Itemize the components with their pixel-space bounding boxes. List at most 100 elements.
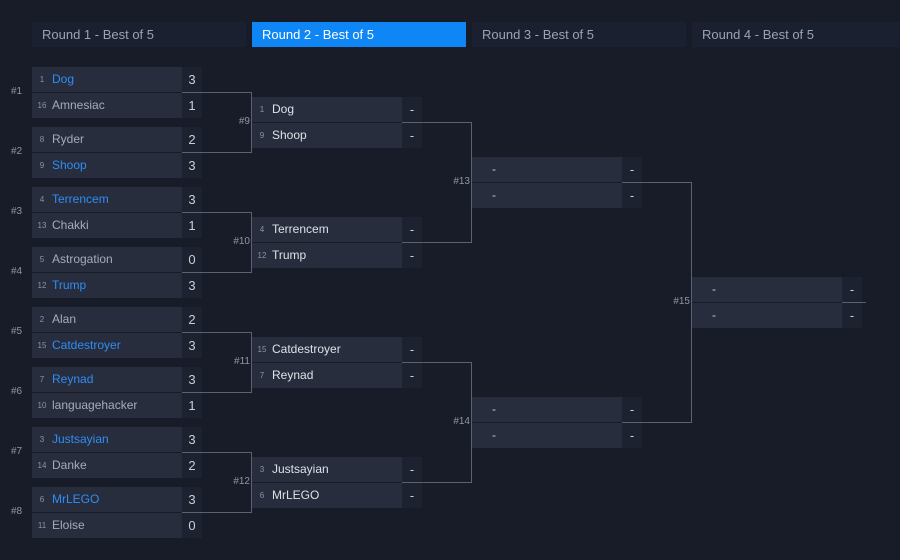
match-13-player-2[interactable]: -- (472, 183, 642, 208)
player-name-cell: - (472, 183, 622, 208)
connector-line (251, 212, 252, 273)
player-name: Shoop (52, 158, 87, 172)
player-score: 2 (182, 453, 202, 478)
round-header-2[interactable]: Round 2 - Best of 5 (252, 22, 466, 47)
match-13-player-1[interactable]: -- (472, 157, 642, 182)
match-label: #3 (11, 206, 23, 217)
player-seed: 7 (259, 371, 265, 380)
player-name: Chakki (52, 218, 89, 232)
player-name: Dog (52, 72, 75, 86)
match-15-player-2[interactable]: -- (692, 303, 862, 328)
player-seed: 15 (37, 341, 47, 350)
match-label: #5 (11, 326, 23, 337)
player-score: 3 (182, 333, 202, 358)
player-name: languagehacker (52, 398, 138, 412)
player-name: Alan (52, 312, 77, 326)
match-label: #7 (11, 446, 23, 457)
round-header-4[interactable]: Round 4 - Best of 5 (692, 22, 900, 47)
player-score: - (402, 457, 422, 482)
match-label: #4 (11, 266, 23, 277)
player-score: 3 (182, 367, 202, 392)
match-14-player-1[interactable]: -- (472, 397, 642, 422)
connector-line (402, 122, 471, 123)
player-seed: 12 (257, 251, 267, 260)
connector-line (182, 452, 251, 453)
player-name: Trump (272, 248, 307, 262)
player-score: - (622, 183, 642, 208)
player-score: - (622, 157, 642, 182)
connector-line (182, 332, 251, 333)
player-name: Trump (52, 278, 87, 292)
player-score: 3 (182, 67, 202, 92)
player-score: - (842, 277, 862, 302)
match-4-player-2[interactable]: 12 Trump 3 (32, 273, 202, 298)
player-name: Justsayian (272, 462, 329, 476)
player-seed: 12 (37, 281, 47, 290)
connector-line (471, 362, 472, 483)
player-score: 0 (182, 247, 202, 272)
player-score: 3 (182, 487, 202, 512)
player-score: 3 (182, 273, 202, 298)
connector-line (471, 122, 472, 243)
connector-line (182, 92, 251, 93)
player-score: 0 (182, 513, 202, 538)
player-name: Reynad (272, 368, 314, 382)
player-score: 3 (182, 153, 202, 178)
round-header-1[interactable]: Round 1 - Best of 5 (32, 22, 246, 47)
player-name: Shoop (272, 128, 307, 142)
match-14-player-2[interactable]: -- (472, 423, 642, 448)
connector-line (251, 452, 252, 513)
connector-line (402, 242, 471, 243)
player-seed: 15 (257, 345, 267, 354)
player-score: 1 (182, 213, 202, 238)
player-name-cell: 7 Reynad (252, 363, 402, 388)
player-score: - (402, 483, 422, 508)
player-name: MrLEGO (272, 488, 320, 502)
player-score: 2 (182, 307, 202, 332)
connector-line (842, 302, 866, 303)
player-seed: 16 (37, 101, 47, 110)
player-name: - (492, 428, 496, 442)
player-name: Justsayian (52, 432, 109, 446)
round-header-3[interactable]: Round 3 - Best of 5 (472, 22, 686, 47)
match-15-player-1[interactable]: -- (692, 277, 862, 302)
player-score: 3 (182, 187, 202, 212)
player-seed: 4 (259, 225, 265, 234)
connector-line (251, 332, 252, 393)
match-label: #1 (11, 86, 23, 97)
